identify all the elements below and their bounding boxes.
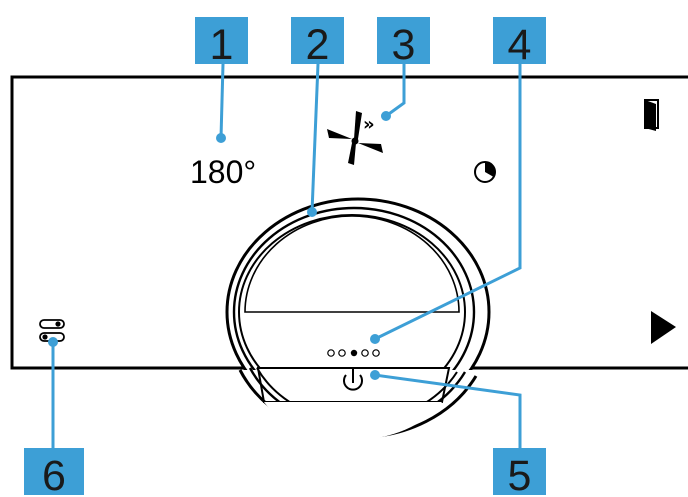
level-indicator-dots <box>327 349 380 357</box>
svg-text:1: 1 <box>210 21 234 69</box>
callout-5: 5 <box>493 448 546 497</box>
control-knob <box>225 197 491 441</box>
svg-text:5: 5 <box>508 452 532 497</box>
callout-4: 4 <box>493 17 546 69</box>
svg-text:6: 6 <box>42 452 66 497</box>
play-icon <box>651 311 676 344</box>
callout-6: 6 <box>24 448 84 497</box>
callout-3: 3 <box>377 17 430 69</box>
timer-icon <box>474 161 496 183</box>
temperature-display: 180° <box>190 154 256 190</box>
callout-2: 2 <box>291 17 344 69</box>
svg-text:3: 3 <box>392 21 416 69</box>
svg-text:2: 2 <box>306 21 330 69</box>
svg-text:»: » <box>363 114 375 135</box>
svg-text:4: 4 <box>508 21 532 69</box>
fan-turbo-icon: » <box>327 111 383 165</box>
callout-endpoints <box>48 111 391 380</box>
callout-1: 1 <box>195 17 248 69</box>
door-icon <box>644 99 659 131</box>
power-icon <box>343 369 363 391</box>
callout-lines <box>51 63 522 448</box>
